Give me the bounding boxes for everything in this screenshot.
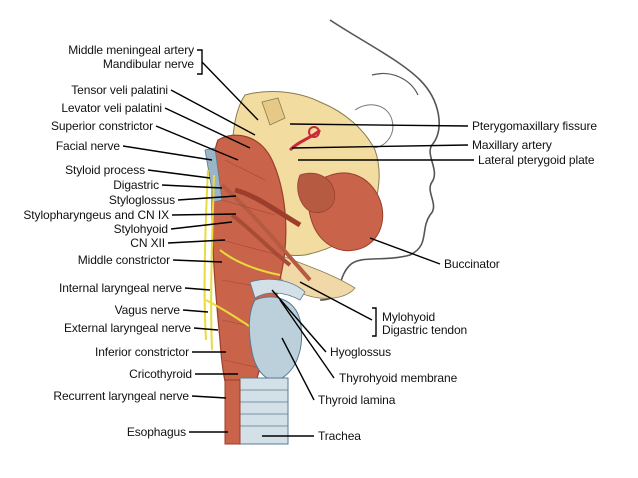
label-trachea: Trachea bbox=[318, 429, 361, 443]
label-internal-laryngeal-nerve: Internal laryngeal nerve bbox=[58, 281, 182, 295]
label-mylohyoid: Mylohyoid bbox=[382, 310, 436, 324]
label-superior-constrictor: Superior constrictor bbox=[50, 119, 153, 133]
leader-lines-left bbox=[122, 49, 259, 433]
label-middle-constrictor: Middle constrictor bbox=[77, 253, 170, 267]
label-cricothyroid: Cricothyroid bbox=[129, 367, 192, 381]
label-digastric-tendon: Digastric tendon bbox=[382, 323, 468, 337]
label-cn-xii: CN XII bbox=[130, 236, 165, 250]
label-middle-meningeal-artery: Middle meningeal artery bbox=[68, 43, 194, 57]
label-pterygomaxillary-fissure: Pterygomaxillary fissure bbox=[472, 119, 597, 133]
thyrohyoid-membrane bbox=[249, 278, 306, 301]
nose-outline bbox=[371, 73, 419, 96]
label-hyoglossus: Hyoglossus bbox=[330, 345, 392, 359]
maxillary-artery-loop bbox=[308, 126, 320, 138]
label-levator-veli-palatini: Levator veli palatini bbox=[61, 101, 162, 115]
label-thyrohyoid-membrane: Thyrohyoid membrane bbox=[339, 371, 458, 385]
label-thyroid-lamina: Thyroid lamina bbox=[318, 393, 396, 407]
label-buccinator: Buccinator bbox=[444, 257, 500, 271]
trachea bbox=[239, 377, 289, 445]
thyroid-cartilage bbox=[248, 296, 303, 381]
label-stylopharyngeus-cn-ix: Stylopharyngeus and CN IX bbox=[23, 208, 169, 222]
label-facial-nerve: Facial nerve bbox=[55, 139, 120, 153]
ear-outline bbox=[354, 104, 394, 149]
label-esophagus: Esophagus bbox=[126, 425, 186, 439]
digastric-muscle bbox=[220, 183, 312, 282]
muscle-striations bbox=[221, 159, 279, 369]
pterygoid-bone-detail bbox=[261, 97, 286, 126]
label-inferior-constrictor: Inferior constrictor bbox=[94, 345, 189, 359]
label-tensor-veli-palatini: Tensor veli palatini bbox=[71, 83, 168, 97]
label-styloglossus: Styloglossus bbox=[108, 193, 175, 207]
label-external-laryngeal-nerve: External laryngeal nerve bbox=[63, 321, 191, 335]
label-mandibular-nerve: Mandibular nerve bbox=[102, 57, 194, 71]
stylohyoid-muscle bbox=[230, 213, 292, 267]
label-lateral-pterygoid-plate: Lateral pterygoid plate bbox=[478, 153, 595, 167]
label-recurrent-laryngeal-nerve: Recurrent laryngeal nerve bbox=[53, 389, 189, 403]
leader-lines-right bbox=[262, 123, 474, 437]
label-stylohyoid: Stylohyoid bbox=[113, 222, 168, 236]
label-digastric: Digastric bbox=[113, 178, 159, 192]
face-profile-outline bbox=[319, 19, 440, 301]
label-vagus-nerve: Vagus nerve bbox=[114, 303, 180, 317]
esophagus bbox=[224, 379, 241, 445]
label-maxillary-artery: Maxillary artery bbox=[472, 138, 552, 152]
label-styloid-process: Styloid process bbox=[65, 163, 145, 177]
styloglossus-muscle bbox=[234, 187, 302, 228]
lateral-pterygoid bbox=[297, 172, 336, 213]
